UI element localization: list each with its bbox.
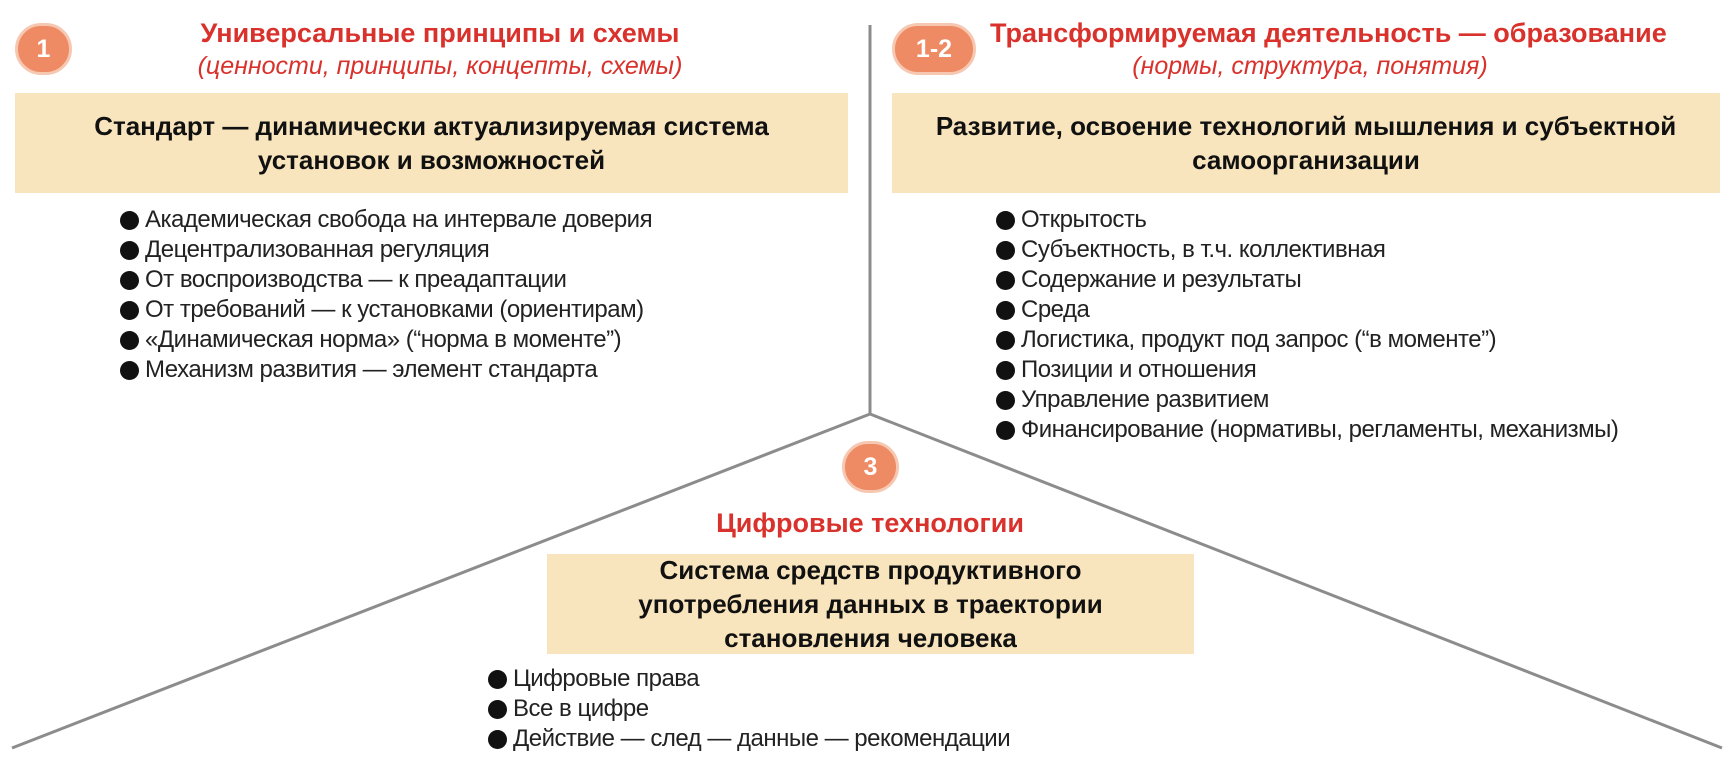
- section1-heading: Универсальные принципы и схемы (ценности…: [130, 16, 750, 82]
- bullet-dot-icon: [996, 240, 1015, 260]
- section12-list: Открытость Субъектность, в т.ч. коллекти…: [996, 205, 1619, 445]
- bullet-dot-icon: [996, 210, 1015, 230]
- list-item: Содержание и результаты: [996, 265, 1618, 295]
- section12-box: Развитие, освоение технологий мышления и…: [892, 93, 1720, 193]
- section1-list: Академическая свобода на интервале довер…: [120, 205, 653, 385]
- bullet-dot-icon: [488, 729, 507, 749]
- section12-heading: Трансформируемая деятельность — образова…: [990, 16, 1667, 82]
- bullet-dot-icon: [120, 330, 139, 350]
- list-item: Субъектность, в т.ч. коллективная: [996, 235, 1618, 265]
- list-item: Позиции и отношения: [996, 355, 1618, 385]
- list-item: От требований — к установками (ориентира…: [120, 295, 652, 325]
- section12-title: Трансформируемая деятельность — образова…: [990, 18, 1667, 48]
- section3-title: Цифровые технологии: [716, 508, 1024, 538]
- section3-heading: Цифровые технологии: [620, 506, 1120, 540]
- section3-badge: 3: [842, 441, 899, 493]
- bullet-dot-icon: [120, 360, 139, 380]
- list-item: «Динамическая норма» (“норма в моменте”): [120, 325, 652, 355]
- section12-badge: 1-2: [892, 23, 976, 75]
- list-item: Среда: [996, 295, 1618, 325]
- section3-list: Цифровые права Все в цифре Действие — сл…: [488, 664, 1011, 754]
- section3-box: Система средств продуктивного употреблен…: [547, 554, 1194, 654]
- right-diagonal-divider: [869, 412, 1723, 750]
- list-item: Все в цифре: [488, 694, 1010, 724]
- section1-title: Универсальные принципы и схемы: [200, 18, 680, 48]
- list-item: Академическая свобода на интервале довер…: [120, 205, 653, 235]
- list-item: Механизм развития — элемент стандарта: [120, 355, 652, 385]
- left-diagonal-divider: [11, 412, 871, 750]
- bullet-dot-icon: [120, 210, 139, 230]
- bullet-dot-icon: [488, 699, 507, 719]
- list-item: Управление развитием: [996, 385, 1618, 415]
- bullet-dot-icon: [120, 240, 139, 260]
- bullet-dot-icon: [996, 420, 1015, 440]
- list-item: Логистика, продукт под запрос (“в момент…: [996, 325, 1618, 355]
- list-item: От воспроизводства — к преадаптации: [120, 265, 652, 295]
- bullet-dot-icon: [996, 300, 1015, 320]
- section1-box: Стандарт — динамически актуализируемая с…: [15, 93, 848, 193]
- bullet-dot-icon: [996, 330, 1015, 350]
- list-item: Открытость: [996, 205, 1618, 235]
- bullet-dot-icon: [120, 270, 139, 290]
- bullet-dot-icon: [996, 270, 1015, 290]
- bullet-dot-icon: [488, 669, 507, 689]
- section12-subtitle: (нормы, структура, понятия): [1132, 52, 1488, 80]
- bullet-dot-icon: [996, 360, 1015, 380]
- list-item: Децентрализованная регуляция: [120, 235, 652, 265]
- list-item: Действие — след — данные — рекомендации: [488, 724, 1011, 754]
- bullet-dot-icon: [996, 390, 1015, 410]
- section1-subtitle: (ценности, принципы, концепты, схемы): [197, 52, 683, 80]
- section1-badge: 1: [15, 23, 72, 75]
- list-item: Финансирование (нормативы, регламенты, м…: [996, 415, 1619, 445]
- bullet-dot-icon: [120, 300, 139, 320]
- list-item: Цифровые права: [488, 664, 1010, 694]
